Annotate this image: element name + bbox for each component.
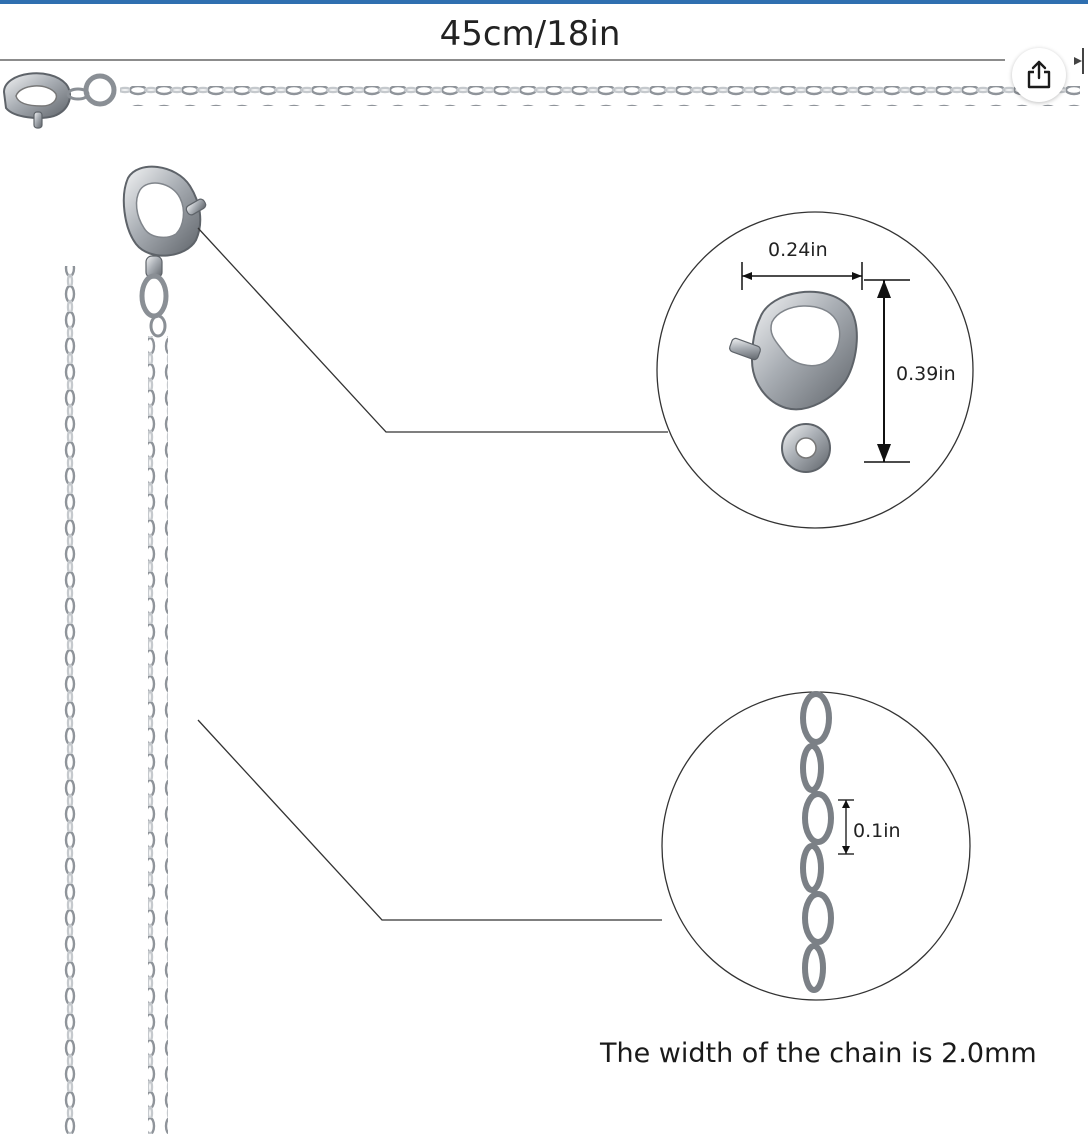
share-icon (1027, 60, 1051, 89)
measure-end-mark (1074, 48, 1084, 74)
horizontal-chain (2, 72, 1080, 129)
vertical-chain-left (58, 266, 78, 1134)
chain-width-caption: The width of the chain is 2.0mm (600, 1038, 1037, 1069)
top-accent-bar (0, 0, 1088, 4)
clasp-callout-line (197, 227, 668, 433)
chain-length-label: 45cm/18in (439, 14, 621, 54)
length-measure-line (0, 59, 1005, 61)
link-length-label: 0.1in (853, 820, 901, 842)
clasp-height-label: 0.39in (896, 363, 956, 385)
link-callout-line (197, 719, 662, 921)
clasp-width-label: 0.24in (768, 239, 828, 261)
link-detail-callout (661, 691, 971, 1001)
share-button[interactable] (1012, 48, 1066, 102)
vertical-chain-with-clasp (122, 165, 207, 1134)
clasp-detail-callout (656, 211, 974, 529)
